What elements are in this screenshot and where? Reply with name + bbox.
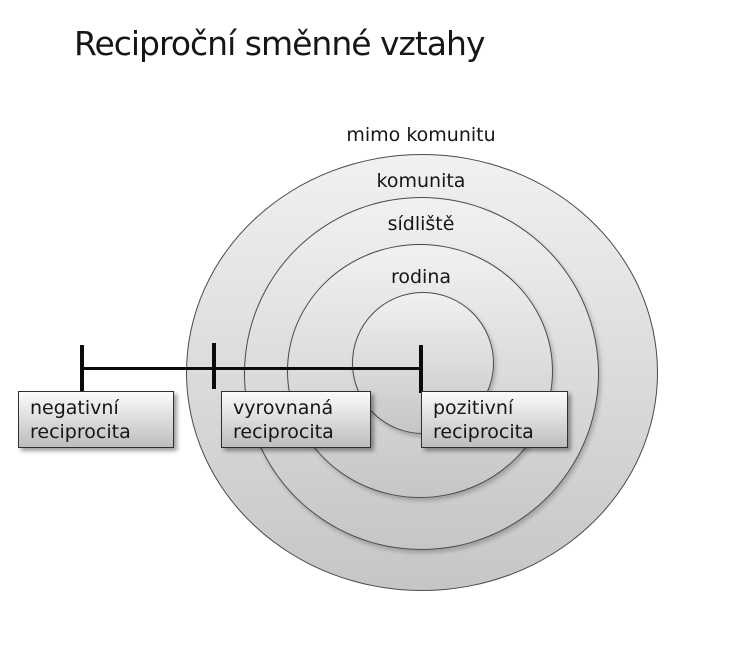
box-negativni-line1: negativní [30,397,119,419]
box-vyrovnana-line2: reciprocita [233,421,334,443]
axis-tick-balanced [212,343,216,389]
box-pozitivni-line2: reciprocita [433,421,534,443]
ring-label-sidliste: sídliště [387,213,455,235]
reciprocity-axis-line [82,367,422,370]
ring-label-rodina: rodina [390,266,452,288]
ring-label-mimo-komunitu: mimo komunitu [346,124,496,146]
box-vyrovnana-reciprocita: vyrovnaná reciprocita [221,391,371,448]
ring-label-komunita: komunita [376,170,466,192]
axis-tick-positive [419,345,423,393]
box-negativni-line2: reciprocita [30,421,131,443]
box-negativni-reciprocita: negativní reciprocita [18,391,174,448]
axis-tick-negative [80,345,84,393]
box-vyrovnana-line1: vyrovnaná [233,397,334,419]
box-pozitivni-reciprocita: pozitivní reciprocita [421,391,568,448]
box-pozitivni-line1: pozitivní [433,397,514,419]
page-title: Reciproční směnné vztahy [74,24,485,63]
